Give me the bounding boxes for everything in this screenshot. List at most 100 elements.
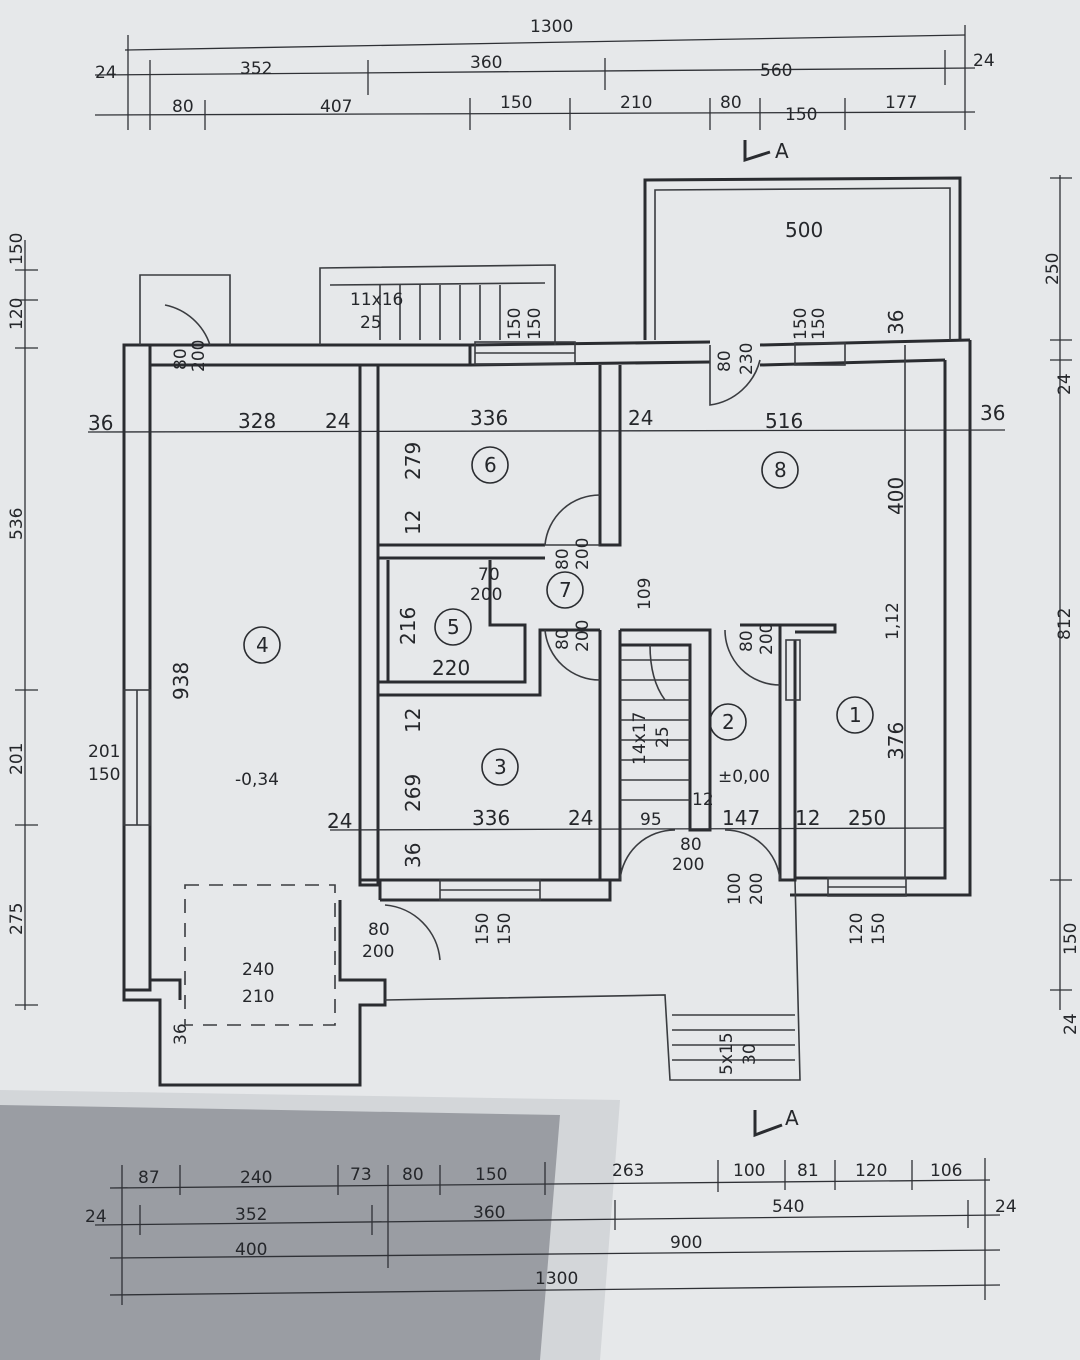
section-mark-bottom: A (753, 1106, 799, 1138)
section-label-bottom: A (785, 1106, 799, 1130)
opening-0-b: 200 (573, 538, 593, 570)
room-circle-5 (434, 608, 472, 646)
opening-3-b: 200 (757, 623, 777, 655)
dim-top-r2-0: 24 (95, 63, 117, 83)
terrace-width: 500 (785, 218, 823, 242)
dim-bot-r1-2: 73 (350, 1165, 372, 1185)
staircases (379, 285, 795, 1061)
opening-1-b: 200 (470, 585, 502, 605)
dim-bot-r1-1: 240 (240, 1168, 272, 1188)
dim-left-4: 275 (7, 903, 27, 935)
room1-dim-a: 376 (884, 722, 908, 760)
opening-labels: 80 200 70 200 80 200 80 200 80 200 100 2… (171, 308, 889, 962)
opening-4-b: 200 (672, 855, 704, 875)
room8-dim-a: 516 (765, 409, 803, 433)
room1-dim-c: 1,12 (883, 602, 903, 640)
door-swings (164, 304, 781, 961)
dim-bot-r1-0: 87 (138, 1168, 160, 1188)
section-mark-top: A (743, 139, 789, 163)
dim-bot-r2-0: 24 (85, 1207, 107, 1227)
stairs-top-label-b: 25 (360, 313, 382, 333)
windows (123, 341, 907, 901)
dim-left-3: 201 (7, 743, 27, 775)
dim-top-r3-5: 150 (785, 105, 817, 125)
right-wall-label: 36 (980, 401, 1005, 425)
room8-dim-c: 24 (628, 406, 653, 430)
opening-12-a: 80 (368, 920, 390, 940)
room3-dim-f: 24 (568, 806, 593, 830)
room3-dim-a: 336 (472, 806, 510, 830)
room2-dim-a: 147 (722, 806, 760, 830)
dim-bot-r2-3: 540 (772, 1197, 804, 1217)
dim-top-r3-6: 177 (885, 93, 917, 113)
room5-dim-b: 220 (432, 656, 470, 680)
dim-right-2: 812 (1055, 608, 1075, 640)
dim-top-r3-0: 80 (172, 97, 194, 117)
dim-left-2: 536 (7, 508, 27, 540)
opening-2-a: 80 (553, 628, 573, 650)
room-circle-4 (243, 626, 281, 664)
window-left-b: 150 (88, 765, 120, 785)
room-number-5: 5 (447, 615, 460, 639)
paper-shadow (0, 1105, 560, 1360)
paper-shadow-soft (0, 1090, 620, 1360)
room-numbers: 1 2 3 4 5 6 7 8 (243, 446, 874, 786)
opening-5-a: 100 (725, 873, 745, 905)
dim-right-0: 250 (1043, 253, 1063, 285)
room6-dim-c: 12 (401, 510, 425, 535)
opening-7-a: 80 (715, 350, 735, 372)
section-label-top: A (775, 139, 789, 163)
garage-door-outline (184, 884, 336, 1026)
top-dimension-lines: 1300 24 352 360 560 24 80 407 150 210 80… (94, 17, 995, 130)
stairs-entry-label: 5x15 (717, 1032, 737, 1075)
misc-labels: 500 36 36 24 ±0,00 14x17 25 11x16 25 5x1… (88, 218, 1005, 1075)
dim-top-total: 1300 (530, 17, 573, 37)
top-entry-stair (379, 285, 501, 340)
dim-bot-r1-3: 80 (402, 1165, 424, 1185)
dim-right-3: 150 (1061, 923, 1080, 955)
room4-dim-a: 938 (169, 662, 193, 700)
door-95: 95 (640, 810, 662, 830)
stairs-main-label: 14x17 (630, 712, 650, 765)
dim-bot-total: 1300 (535, 1269, 578, 1289)
dim-bot-r2-1: 352 (235, 1205, 267, 1225)
left-wall-label: 36 (88, 411, 113, 435)
room3-dim-d: 36 (401, 843, 425, 868)
room3-dim-b: 269 (401, 774, 425, 812)
opening-3-a: 80 (737, 630, 757, 652)
opening-9-a: 150 (791, 308, 811, 340)
dim-left-0: 150 (7, 233, 27, 265)
stairs-entry-label-b: 30 (740, 1043, 760, 1065)
dim-top-r3-4: 80 (720, 93, 742, 113)
right-dimension-lines: 250 24 812 150 24 (1043, 175, 1080, 1035)
dim-bot-r3-1: 900 (670, 1233, 702, 1253)
room6-dim-a: 336 (470, 406, 508, 430)
opening-6-b: 200 (189, 340, 209, 372)
opening-2-b: 200 (573, 620, 593, 652)
dim-bot-r1-4: 150 (475, 1165, 507, 1185)
room8-dim-d: 36 (884, 310, 908, 335)
dim-top-r3-3: 210 (620, 93, 652, 113)
dim-bot-r1-5: 263 (612, 1161, 644, 1181)
dim-bot-r1-6: 100 (733, 1161, 765, 1181)
room5-dim-a: 216 (396, 607, 420, 645)
opening-0-a: 80 (553, 548, 573, 570)
room-circle-8 (761, 451, 799, 489)
opening-11-a: 120 (847, 913, 867, 945)
room-number-8: 8 (774, 458, 787, 482)
level-zero: ±0,00 (718, 767, 770, 787)
dim-left-1: 120 (7, 298, 27, 330)
room3-dim-e: 24 (327, 809, 352, 833)
ref-line-bottom (329, 827, 946, 831)
dim-top-r2-4: 24 (973, 51, 995, 71)
dim-bot-r2-2: 360 (473, 1203, 505, 1223)
garage-door-label-b: 210 (242, 987, 274, 1007)
room-number-2: 2 (722, 710, 735, 734)
room-circle-3 (481, 748, 519, 786)
room3-dim-c: 12 (401, 708, 425, 733)
opening-11-b: 150 (869, 913, 889, 945)
front-entry-stair (672, 1014, 795, 1061)
dim-top-r3-1: 407 (320, 97, 352, 117)
room1-dim-b: 250 (848, 806, 886, 830)
